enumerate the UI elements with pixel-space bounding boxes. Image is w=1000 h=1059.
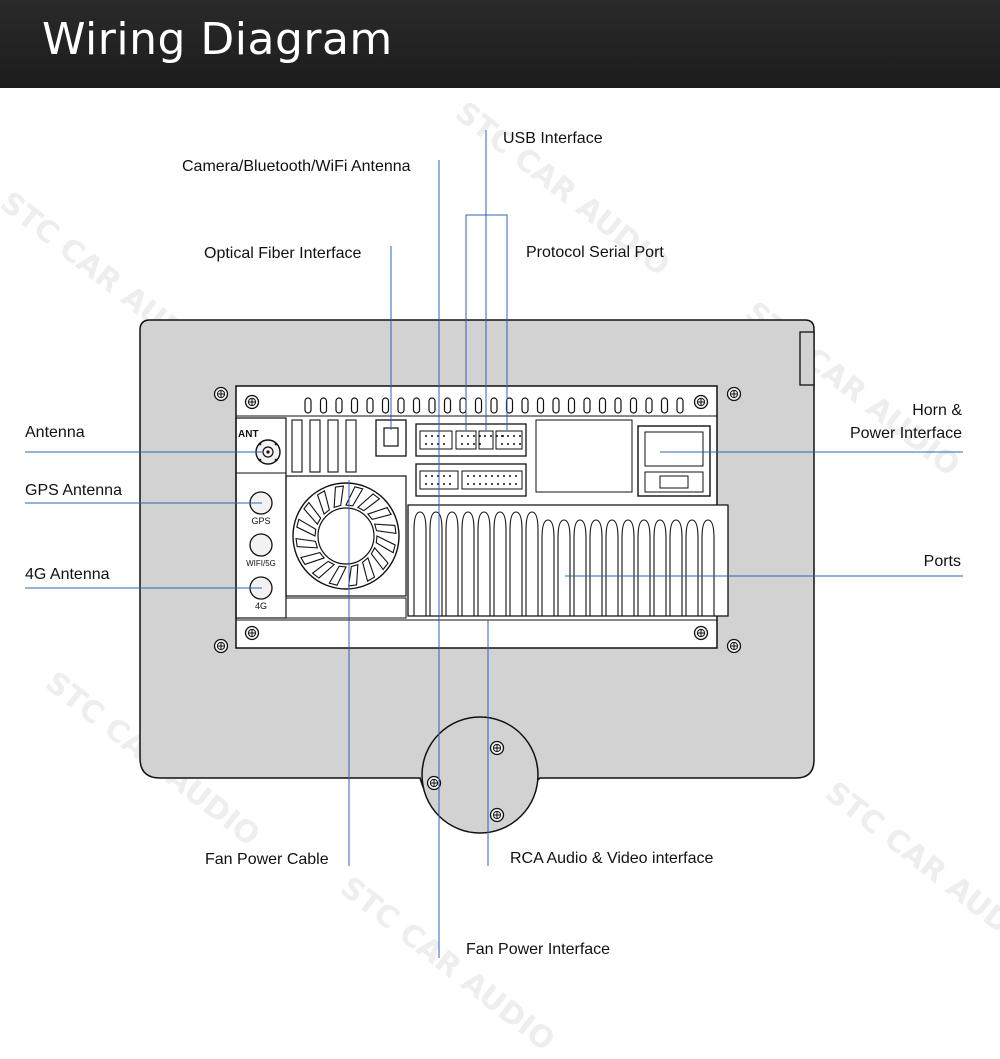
- label-optical-fiber: Optical Fiber Interface: [204, 245, 362, 262]
- label-horn: Horn &: [912, 402, 962, 419]
- usb-connector: [415, 423, 527, 457]
- label-camera-bt-wifi-antenna: Camera/Bluetooth/WiFi Antenna: [182, 158, 411, 175]
- wifi-connector: [249, 533, 273, 557]
- label-usb-interface: USB Interface: [503, 130, 603, 147]
- label-gps-antenna: GPS Antenna: [25, 482, 122, 499]
- label-power-interface: Power Interface: [849, 425, 962, 442]
- label-fan-power-interface: Fan Power Interface: [466, 941, 611, 958]
- heatsink: [407, 504, 729, 617]
- fan-hub: [421, 716, 539, 834]
- lte-text: 4G: [255, 601, 267, 611]
- ant-text: ANT: [238, 429, 259, 440]
- page-title: Wiring Diagram: [42, 14, 393, 65]
- horn-power-plug: [637, 425, 711, 497]
- side-tab: [799, 331, 815, 386]
- label-ports: Ports: [923, 553, 961, 570]
- label-fan-power-cable: Fan Power Cable: [205, 851, 329, 868]
- leader-lines: [25, 130, 963, 958]
- header-bar: Wiring Diagram: [0, 0, 1000, 88]
- fan-cover: [285, 475, 407, 597]
- wiring-diagram: ANT GPS WIFI/5G 4G: [25, 130, 963, 958]
- label-antenna: Antenna: [25, 424, 85, 441]
- label-rca-audio-video: RCA Audio & Video interface: [510, 850, 714, 867]
- gps-text: GPS: [251, 516, 270, 526]
- label-4g-antenna: 4G Antenna: [25, 566, 110, 583]
- wifi-text: WIFI/5G: [246, 559, 276, 568]
- label-protocol-serial-port: Protocol Serial Port: [526, 244, 664, 261]
- serial-connector: [415, 463, 527, 497]
